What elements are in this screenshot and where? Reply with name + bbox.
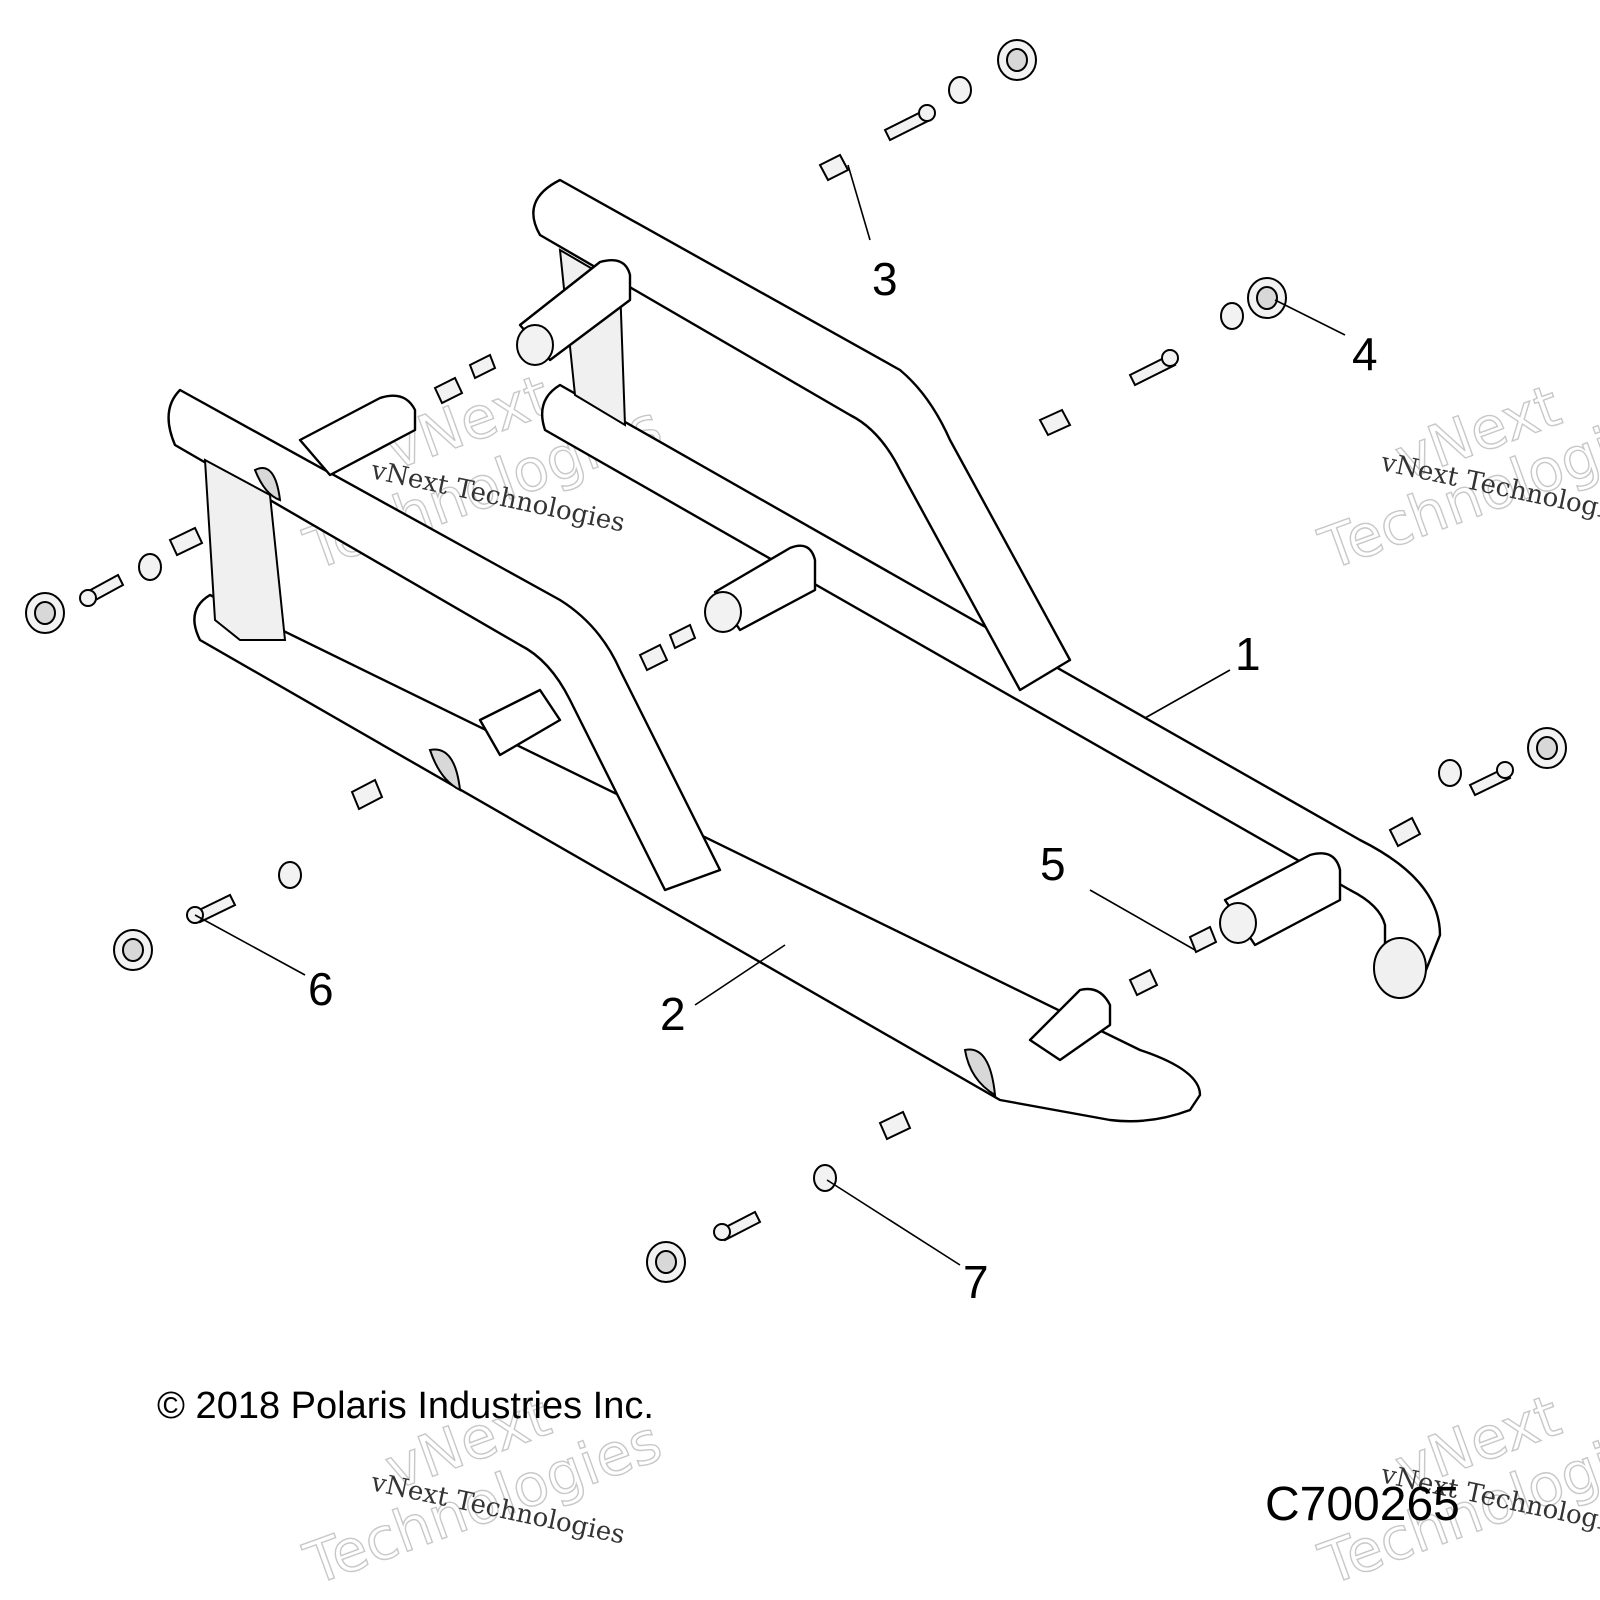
fastener-kit-lower-left bbox=[113, 778, 384, 971]
callout-6: 6 bbox=[308, 963, 334, 1015]
bolt-head-icon bbox=[713, 1223, 731, 1241]
bolt-head-icon bbox=[918, 104, 936, 122]
washer-icon bbox=[1220, 302, 1244, 330]
callout-2: 2 bbox=[660, 988, 686, 1040]
callout-5: 5 bbox=[1040, 838, 1066, 890]
leader-3 bbox=[847, 164, 871, 241]
callout-3: 3 bbox=[872, 253, 898, 305]
leader-lines bbox=[194, 164, 1346, 1266]
step-tube-front bbox=[167, 388, 1202, 1123]
nut-insert-icon bbox=[1128, 968, 1159, 997]
fastener-kit-right bbox=[1128, 727, 1567, 997]
nut-insert-icon bbox=[168, 526, 204, 557]
fastener-kit-left bbox=[25, 526, 204, 634]
washer-icon bbox=[278, 861, 302, 889]
washer-icon bbox=[813, 1164, 837, 1192]
nut-insert-icon bbox=[638, 643, 669, 672]
leader-4 bbox=[1274, 299, 1346, 336]
leader-1 bbox=[1144, 669, 1231, 719]
watermark-right: vNext Technologies vNext Technologies bbox=[1310, 371, 1600, 585]
copyright-text: © 2018 Polaris Industries Inc. bbox=[157, 1385, 654, 1427]
fastener-kit-bottom bbox=[646, 1110, 912, 1283]
nut-insert-icon bbox=[1188, 925, 1218, 954]
nut-insert-icon bbox=[350, 778, 384, 811]
fastener-kit-top bbox=[818, 39, 1037, 182]
callout-7: 7 bbox=[963, 1256, 989, 1308]
fastener-kit-center bbox=[433, 353, 697, 672]
nut-insert-icon bbox=[668, 623, 697, 650]
nut-insert-icon bbox=[878, 1110, 912, 1141]
washer-icon bbox=[138, 553, 162, 581]
nut-insert-icon bbox=[468, 353, 497, 380]
washer-icon bbox=[1438, 759, 1462, 787]
fastener-kit-upper-right bbox=[1038, 277, 1287, 437]
nut-insert-icon bbox=[1038, 408, 1072, 437]
callout-labels: 1 2 3 4 5 6 7 bbox=[308, 253, 1378, 1308]
callout-1: 1 bbox=[1235, 628, 1261, 680]
drawing-id: C700265 bbox=[1265, 1478, 1460, 1531]
washer-icon bbox=[948, 76, 972, 104]
bolt-head-icon bbox=[1496, 761, 1514, 779]
bolt-head-icon bbox=[1161, 349, 1179, 367]
nut-insert-icon bbox=[1388, 816, 1422, 848]
leader-7 bbox=[826, 1179, 961, 1266]
step-tube-rear bbox=[516, 178, 1442, 999]
nut-insert-icon bbox=[818, 153, 850, 182]
callout-4: 4 bbox=[1352, 328, 1378, 380]
bolt-head-icon bbox=[79, 589, 97, 607]
leader-5 bbox=[1089, 889, 1196, 951]
nut-insert-icon bbox=[433, 376, 464, 405]
leader-2 bbox=[694, 944, 786, 1006]
leader-6 bbox=[194, 914, 306, 976]
